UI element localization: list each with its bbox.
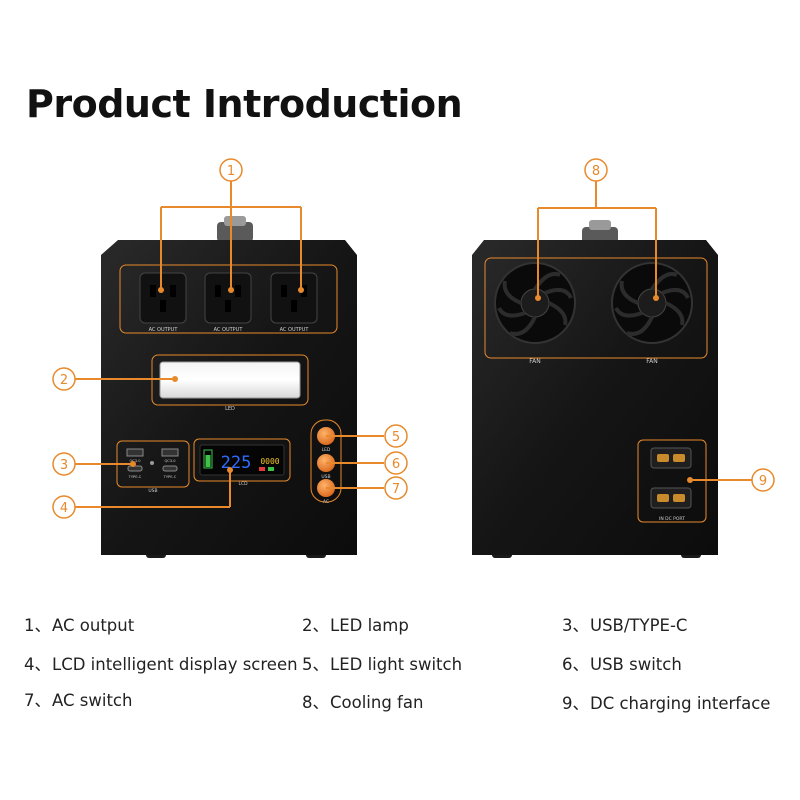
qc-label: QC3.0 [164, 459, 176, 463]
typec-port [162, 465, 178, 472]
usb-label: USB [148, 488, 157, 494]
button-panel [310, 419, 342, 503]
typec-label: TYPE-C [128, 475, 142, 479]
callout-number: 8 [592, 164, 600, 179]
callout-9: 9 [751, 468, 775, 492]
qc-label: QC3.0 [129, 459, 141, 463]
callout-number: 4 [60, 501, 68, 516]
legend-text: LCD intelligent display screen [52, 655, 298, 674]
cooling-fan [494, 262, 576, 344]
top-knob-cap [224, 216, 246, 226]
legend-text: Cooling fan [330, 693, 424, 712]
ac-output-label: AC OUTPUT [214, 327, 244, 333]
top-knob [217, 222, 253, 242]
legend-number: 1、 [24, 616, 51, 635]
lcd-indicator [268, 467, 274, 471]
ac-output-panel [119, 264, 338, 334]
legend-item-cooling-fan: 8、Cooling fan [302, 689, 423, 713]
legend-item-ac-switch: 7、AC switch [24, 687, 132, 711]
legend-number: 7、 [24, 691, 51, 710]
legend-item-usb-typec: 3、USB/TYPE-C [562, 612, 687, 636]
led-button-label: LED [322, 447, 331, 453]
legend-number: 9、 [562, 694, 589, 713]
legend-number: 8、 [302, 693, 329, 712]
callout-1: 1 [219, 158, 243, 182]
legend-number: 2、 [302, 616, 329, 635]
legend-text: USB switch [590, 655, 682, 674]
legend-item-ac-output: 1、AC output [24, 612, 134, 636]
callout-5: 5 [384, 424, 408, 448]
lcd-value: 225 [221, 453, 252, 473]
legend-text: LED light switch [330, 655, 463, 674]
top-knob-cap [589, 220, 611, 230]
legend-item-lcd-screen: 4、LCD intelligent display screen [24, 651, 298, 675]
legend-number: 5、 [302, 655, 329, 674]
lcd-label: LCD [238, 481, 248, 487]
legend-text: AC switch [52, 691, 133, 710]
in-dc-port-label: IN DC PORT [659, 516, 685, 522]
callout-endpoints [130, 287, 693, 483]
callout-number: 2 [60, 373, 68, 388]
callout-number: 9 [759, 474, 767, 489]
legend-number: 4、 [24, 655, 51, 674]
callout-2: 2 [52, 367, 76, 391]
legend-text: LED lamp [330, 616, 409, 635]
led-lamp [159, 361, 301, 399]
callout-8: 8 [584, 158, 608, 182]
callout-number: 7 [392, 482, 400, 497]
ac-socket [139, 272, 187, 324]
lcd-aux-value: 0000 [260, 457, 279, 466]
legend-text: AC output [52, 616, 135, 635]
callout-7: 7 [384, 476, 408, 500]
battery-level [205, 455, 211, 467]
typec-label: TYPE-C [163, 475, 177, 479]
legend-item-usb-switch: 6、USB switch [562, 651, 682, 675]
battery-icon [203, 449, 213, 469]
fan-label: FAN [646, 358, 658, 365]
lcd-indicator [259, 467, 265, 471]
callout-number: 3 [60, 458, 68, 473]
callout-number: 6 [392, 457, 400, 472]
ac-socket [270, 272, 318, 324]
fan-panel [484, 257, 708, 359]
legend-item-led-lamp: 2、LED lamp [302, 612, 409, 636]
front-unit: AC OUTPUT AC OUTPUT AC OUTPUT LED QC3.0 … [101, 216, 357, 558]
typec-port [127, 465, 143, 472]
led-label: LED [225, 406, 235, 412]
ac-socket [204, 272, 252, 324]
callout-lines [75, 181, 752, 508]
legend-item-led-switch: 5、LED light switch [302, 651, 462, 675]
ac-button-label: AC [323, 499, 329, 505]
callout-number: 5 [392, 430, 400, 445]
dc-port [650, 487, 692, 509]
callout-6: 6 [384, 451, 408, 475]
ac-output-label: AC OUTPUT [280, 327, 310, 333]
back-unit: FAN FAN IN DC PORT [472, 220, 718, 558]
usb-port [126, 448, 144, 457]
legend-item-dc-charging: 9、DC charging interface [562, 690, 770, 714]
legend-text: USB/TYPE-C [590, 616, 688, 635]
lcd-panel [193, 438, 291, 482]
callout-3: 3 [52, 452, 76, 476]
page-title: Product Introduction [26, 82, 463, 126]
ac-output-label: AC OUTPUT [149, 327, 179, 333]
usb-button-label: USB [321, 474, 330, 480]
callout-4: 4 [52, 495, 76, 519]
legend-number: 3、 [562, 616, 589, 635]
indicator-dot [150, 461, 154, 465]
usb-port [161, 448, 179, 457]
legend-number: 6、 [562, 655, 589, 674]
legend-text: DC charging interface [590, 694, 771, 713]
dc-port [650, 447, 692, 469]
fan-label: FAN [529, 358, 541, 365]
cooling-fan [611, 262, 693, 344]
callout-number: 1 [227, 164, 235, 179]
